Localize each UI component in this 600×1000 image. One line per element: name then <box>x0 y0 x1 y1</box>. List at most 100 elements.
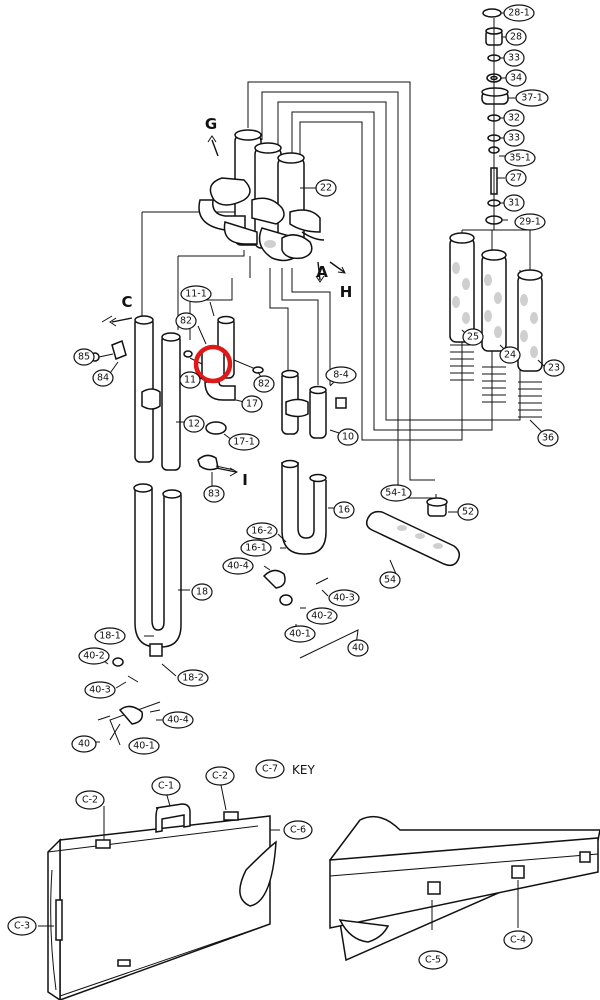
callout-18-2: 18-2 <box>177 669 209 687</box>
top-valve-stack <box>481 8 509 230</box>
callout-16-2: 16-2 <box>246 522 278 540</box>
callout-40-2-left: 40-2 <box>78 647 110 665</box>
callout-C-4: C-4 <box>503 930 533 950</box>
callout-33-top: 33 <box>503 49 525 67</box>
svg-text:28: 28 <box>510 32 522 43</box>
callout-8-4: 8-4 <box>325 366 357 384</box>
svg-text:C-3: C-3 <box>14 921 30 932</box>
svg-text:17: 17 <box>246 399 258 410</box>
svg-text:31: 31 <box>508 198 520 209</box>
callout-17: 17 <box>241 395 263 413</box>
svg-text:8-4: 8-4 <box>333 370 349 381</box>
callout-16: 16 <box>333 501 355 519</box>
callout-32: 32 <box>503 109 525 127</box>
svg-text:34: 34 <box>510 73 522 84</box>
svg-text:40-4: 40-4 <box>167 715 189 726</box>
svg-text:11-1: 11-1 <box>185 289 207 300</box>
callout-12: 12 <box>183 415 205 433</box>
callout-11: 11 <box>179 371 201 389</box>
svg-text:36: 36 <box>542 433 554 444</box>
valve-24 <box>481 249 507 403</box>
svg-text:40-2: 40-2 <box>83 651 105 662</box>
svg-text:85: 85 <box>78 352 90 363</box>
callout-17-1: 17-1 <box>228 433 260 451</box>
letter-I: I <box>242 471 248 489</box>
callout-40-3-mid: 40-3 <box>328 589 360 607</box>
svg-text:18: 18 <box>196 587 208 598</box>
svg-text:25: 25 <box>467 332 479 343</box>
callout-40-mid: 40 <box>347 639 369 657</box>
svg-text:12: 12 <box>188 419 200 430</box>
svg-text:18-2: 18-2 <box>182 673 204 684</box>
svg-text:83: 83 <box>208 489 220 500</box>
svg-text:33: 33 <box>508 133 520 144</box>
callout-85: 85 <box>73 348 95 366</box>
svg-text:52: 52 <box>462 507 474 518</box>
callout-40-3-left: 40-3 <box>84 681 116 699</box>
callout-82-right: 82 <box>253 375 275 393</box>
svg-text:40: 40 <box>352 643 364 654</box>
middle-pipes <box>183 315 347 555</box>
callout-24: 24 <box>499 346 521 364</box>
svg-text:28-1: 28-1 <box>508 8 530 19</box>
svg-text:23: 23 <box>548 363 560 374</box>
svg-text:37-1: 37-1 <box>521 93 543 104</box>
callout-40-2-mid: 40-2 <box>306 607 338 625</box>
svg-text:C-5: C-5 <box>425 955 441 966</box>
callout-C-5: C-5 <box>418 950 448 970</box>
svg-text:82: 82 <box>180 316 192 327</box>
svg-text:16-2: 16-2 <box>251 526 273 537</box>
svg-text:40-1: 40-1 <box>289 629 311 640</box>
callout-54: 54 <box>379 571 401 589</box>
svg-text:33: 33 <box>508 53 520 64</box>
svg-text:32: 32 <box>508 113 520 124</box>
callout-C-2-right: C-2 <box>205 766 235 786</box>
callout-82-top: 82 <box>175 312 197 330</box>
callout-40-1-left: 40-1 <box>128 737 160 755</box>
svg-text:27: 27 <box>510 173 522 184</box>
callout-40-4-mid: 40-4 <box>222 557 254 575</box>
callout-34: 34 <box>505 69 527 87</box>
callout-10: 10 <box>337 428 359 446</box>
callout-25: 25 <box>462 328 484 346</box>
svg-text:35-1: 35-1 <box>509 153 531 164</box>
svg-text:40-3: 40-3 <box>333 593 355 604</box>
callout-29-1: 29-1 <box>514 213 546 231</box>
callout-11-1: 11-1 <box>180 285 212 303</box>
valve-25 <box>449 232 475 381</box>
svg-text:54-1: 54-1 <box>385 488 407 499</box>
svg-text:C-2: C-2 <box>82 795 98 806</box>
callout-23: 23 <box>543 359 565 377</box>
callout-22: 22 <box>315 179 337 197</box>
svg-text:16: 16 <box>338 505 350 516</box>
callout-18: 18 <box>191 583 213 601</box>
callout-28-1: 28-1 <box>503 4 535 22</box>
letter-C: C <box>121 293 132 311</box>
svg-text:C-7: C-7 <box>262 764 278 775</box>
svg-text:17-1: 17-1 <box>233 437 255 448</box>
callout-16-1: 16-1 <box>240 539 272 557</box>
svg-text:22: 22 <box>320 183 332 194</box>
callout-52: 52 <box>457 503 479 521</box>
valve-cylinders <box>449 232 543 418</box>
letter-H: H <box>340 283 353 301</box>
highlight-circle <box>193 344 233 384</box>
handle-tube <box>365 497 461 567</box>
svg-text:29-1: 29-1 <box>519 217 541 228</box>
callout-31: 31 <box>503 194 525 212</box>
callout-C-1: C-1 <box>151 776 181 796</box>
callout-C-6: C-6 <box>283 820 313 840</box>
svg-text:40-4: 40-4 <box>227 561 249 572</box>
callout-40-left: 40 <box>71 735 97 753</box>
callout-54-1: 54-1 <box>380 484 412 502</box>
callout-C-2-left: C-2 <box>75 790 105 810</box>
main-valve-block <box>198 129 325 262</box>
svg-text:40-2: 40-2 <box>311 611 333 622</box>
svg-text:82: 82 <box>258 379 270 390</box>
svg-text:C-2: C-2 <box>212 771 228 782</box>
explosion-lines <box>109 81 531 746</box>
callout-83: 83 <box>203 485 225 503</box>
flow-letters: G A H C I <box>121 115 352 489</box>
svg-text:54: 54 <box>384 575 396 586</box>
